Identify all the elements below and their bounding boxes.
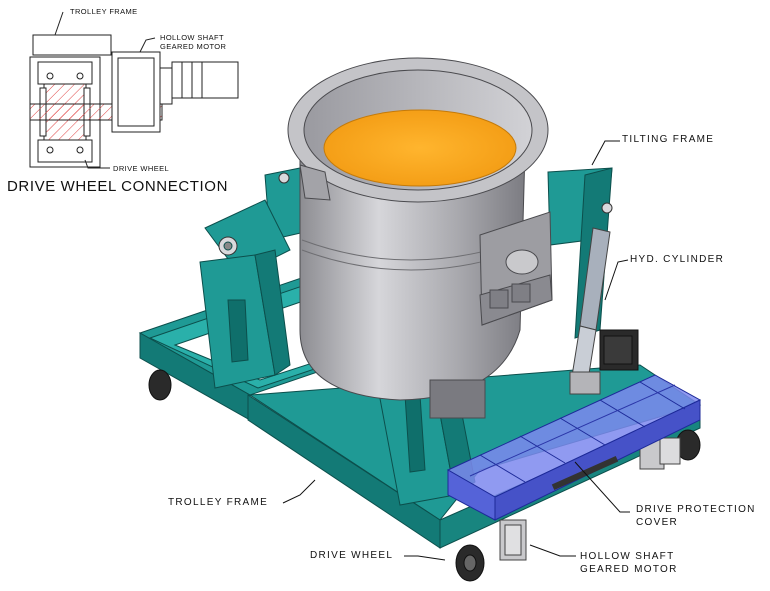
- inset-drive-wheel-label: DRIVE WHEEL: [113, 164, 170, 173]
- drive-wheel: [148, 369, 701, 582]
- callout-drive-wheel: DRIVE WHEEL: [310, 550, 394, 561]
- molten-metal: [323, 109, 517, 187]
- ladle: [287, 57, 553, 419]
- callout-drive-protection-line2: COVER: [636, 517, 679, 528]
- hyd-cylinder: [569, 227, 611, 395]
- hollow-shaft-geared-motor: [499, 434, 681, 561]
- callout-hollow-shaft-line1: HOLLOW SHAFT: [580, 551, 675, 562]
- callout-drive-protection-line1: DRIVE PROTECTION: [636, 504, 756, 515]
- inset-trolley-frame-label: TROLLEY FRAME: [70, 7, 138, 16]
- inset-drive-wheel-connection: [29, 11, 239, 169]
- inset-trolley-frame-block: [32, 34, 112, 56]
- inset-hollow-shaft-label-line2: GEARED MOTOR: [160, 42, 227, 51]
- callout-hollow-shaft-line2: GEARED MOTOR: [580, 564, 678, 575]
- drive-protection-cover: [446, 374, 702, 521]
- callout-hyd-cylinder: HYD. CYLINDER: [630, 254, 725, 265]
- callout-trolley-frame: TROLLEY FRAME: [168, 497, 269, 508]
- inset-title: DRIVE WHEEL CONNECTION: [7, 178, 228, 195]
- inset-hollow-shaft-label-line1: HOLLOW SHAFT: [160, 33, 224, 42]
- power-unit: [599, 329, 639, 371]
- callout-tilting-frame: TILTING FRAME: [622, 134, 715, 145]
- callout-leaders: [282, 140, 630, 561]
